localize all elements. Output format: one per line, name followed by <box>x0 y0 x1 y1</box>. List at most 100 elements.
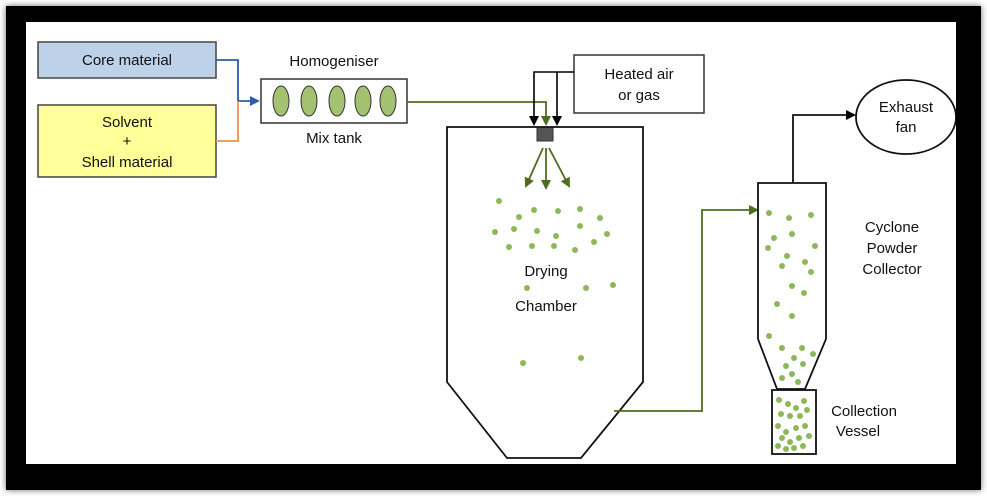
particle <box>784 253 790 259</box>
particle <box>779 263 785 269</box>
heated-air-box: Heated air or gas <box>573 54 705 114</box>
collection-label-1: Collection <box>831 403 897 420</box>
particle <box>793 405 799 411</box>
particle <box>765 245 771 251</box>
particle <box>583 285 589 291</box>
particle <box>810 351 816 357</box>
particle <box>791 355 797 361</box>
particle <box>778 411 784 417</box>
exhaust-label-1: Exhaust <box>879 99 934 116</box>
particle <box>771 235 777 241</box>
cyclone-collector <box>757 182 827 390</box>
cyclone-label-3: Collector <box>862 261 921 278</box>
particle <box>801 290 807 296</box>
particle <box>766 333 772 339</box>
spray-drying-diagram: Core material Solvent + Shell material H… <box>37 41 957 459</box>
particle <box>555 208 561 214</box>
particle <box>529 243 535 249</box>
particle <box>799 345 805 351</box>
heated-air-label-1: Heated air <box>604 66 673 83</box>
particle <box>789 283 795 289</box>
particle <box>520 360 526 366</box>
homogeniser-tank <box>260 78 408 124</box>
particle <box>808 212 814 218</box>
particle <box>531 207 537 213</box>
particle <box>534 228 540 234</box>
particle <box>551 243 557 249</box>
chamber-to-cyclone-line <box>614 205 759 412</box>
particle <box>786 215 792 221</box>
particle <box>783 429 789 435</box>
heated-air-arrows <box>529 71 574 126</box>
particle <box>779 375 785 381</box>
spray-arrows <box>524 147 570 190</box>
particle <box>789 231 795 237</box>
vessel-particles <box>775 397 812 452</box>
particle <box>774 301 780 307</box>
particle <box>578 355 584 361</box>
chamber-label: Chamber <box>515 298 577 315</box>
particle <box>787 439 793 445</box>
feed-line-to-nozzle <box>407 101 551 126</box>
cyclone-label-2: Powder <box>867 240 918 257</box>
particle <box>516 214 522 220</box>
particle <box>492 229 498 235</box>
heated-air-label-2: or gas <box>618 87 660 104</box>
solvent-shell-box: Solvent + Shell material <box>37 104 217 178</box>
spray-nozzle <box>536 126 554 142</box>
particle <box>776 397 782 403</box>
particle <box>791 445 797 451</box>
particle <box>524 285 530 291</box>
particle <box>591 239 597 245</box>
particle <box>577 206 583 212</box>
particle <box>604 231 610 237</box>
particle <box>789 371 795 377</box>
cyclone-to-exhaust-line <box>792 110 856 183</box>
particle <box>785 401 791 407</box>
particle <box>496 198 502 204</box>
particle <box>597 215 603 221</box>
core-material-box: Core material <box>37 41 217 79</box>
particle <box>779 435 785 441</box>
chamber-particles <box>492 198 616 366</box>
particle <box>572 247 578 253</box>
particle <box>577 223 583 229</box>
particle <box>766 210 772 216</box>
particle <box>812 243 818 249</box>
particle <box>806 433 812 439</box>
particle <box>800 361 806 367</box>
particle <box>789 313 795 319</box>
core-material-label: Core material <box>82 52 172 69</box>
particle <box>783 363 789 369</box>
particle <box>511 226 517 232</box>
diagram-canvas: Core material Solvent + Shell material H… <box>26 22 957 464</box>
particle <box>802 423 808 429</box>
plus-label: + <box>123 133 132 150</box>
particle <box>795 379 801 385</box>
particle <box>783 446 789 452</box>
solvent-label: Solvent <box>102 114 153 131</box>
shell-material-label: Shell material <box>82 154 173 171</box>
collection-label-2: Vessel <box>836 423 880 440</box>
core-feed-line <box>216 59 260 106</box>
particle <box>506 244 512 250</box>
particle <box>787 413 793 419</box>
particle <box>796 435 802 441</box>
cyclone-particles <box>765 210 818 385</box>
homogeniser-label: Homogeniser <box>289 53 378 70</box>
exhaust-fan: Exhaust fan <box>855 79 957 155</box>
particle <box>775 423 781 429</box>
particle <box>804 407 810 413</box>
particle <box>610 282 616 288</box>
image-frame: Core material Solvent + Shell material H… <box>6 6 981 490</box>
mix-tank-label: Mix tank <box>306 130 362 147</box>
solvent-feed-line <box>216 101 239 142</box>
particle <box>797 413 803 419</box>
particle <box>808 269 814 275</box>
particle <box>801 398 807 404</box>
particle <box>775 443 781 449</box>
drying-label: Drying <box>524 263 567 280</box>
particle <box>553 233 559 239</box>
particle <box>802 259 808 265</box>
exhaust-label-2: fan <box>896 119 917 136</box>
